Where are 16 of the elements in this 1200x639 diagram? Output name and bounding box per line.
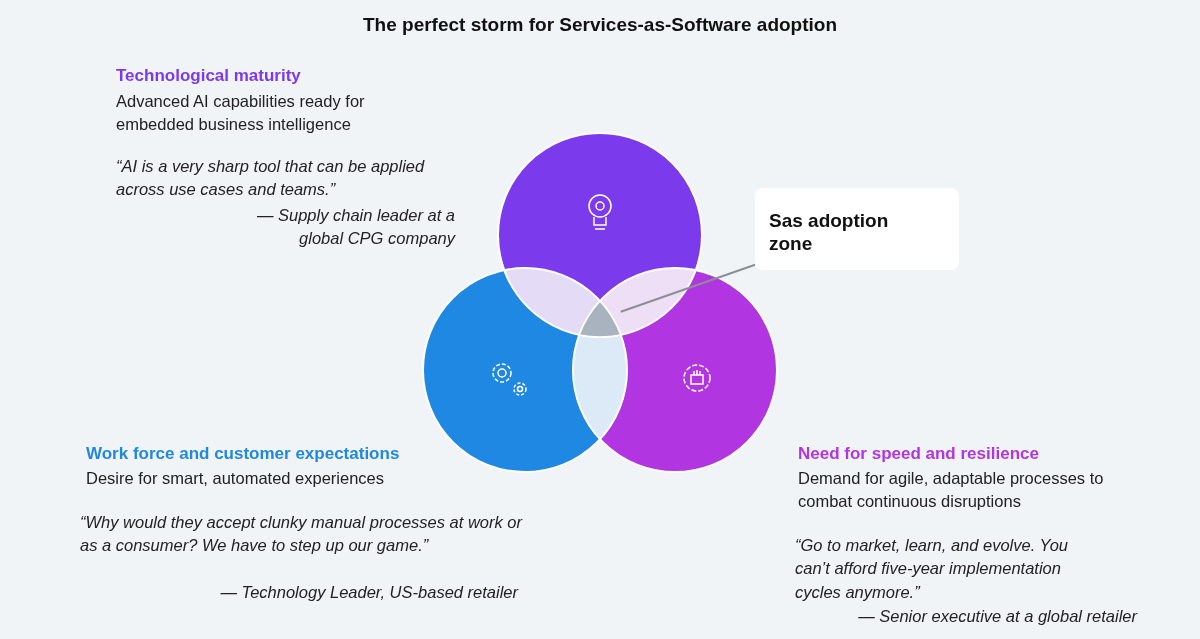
quote-text: “Why would they accept clunky manual processes at work or as a consumer? We have to step up our game.” bbox=[80, 512, 524, 557]
quote-attribution: — Supply chain leader at a global CPG company bbox=[255, 205, 455, 250]
leader-line bbox=[619, 263, 756, 313]
quote-text: “Go to market, learn, and evolve. You can’t afford five-year implementation cycles anymore.” bbox=[795, 535, 1069, 603]
section-heading: Work force and customer expectations bbox=[86, 443, 401, 465]
section-heading: Need for speed and resilience bbox=[798, 443, 1040, 465]
callout-box: Sas adoption zone bbox=[755, 188, 959, 270]
description-text: Desire for smart, automated experiences bbox=[86, 468, 386, 489]
description-text: Advanced AI capabilities ready for embedded business intelligence bbox=[116, 91, 366, 136]
overlap-region bbox=[578, 300, 622, 338]
quote-text: “AI is a very sharp tool that can be applied across use cases and teams.” bbox=[116, 156, 426, 201]
diagram-title: The perfect storm for Services-as-Software adoption bbox=[361, 14, 839, 36]
section-heading: Technological maturity bbox=[116, 65, 302, 87]
quote-attribution: — Technology Leader, US-based retailer bbox=[219, 582, 518, 603]
description-text: Demand for agile, adaptable processes to combat continuous disruptions bbox=[798, 468, 1105, 513]
quote-attribution: — Senior executive at a global retailer bbox=[857, 606, 1137, 627]
